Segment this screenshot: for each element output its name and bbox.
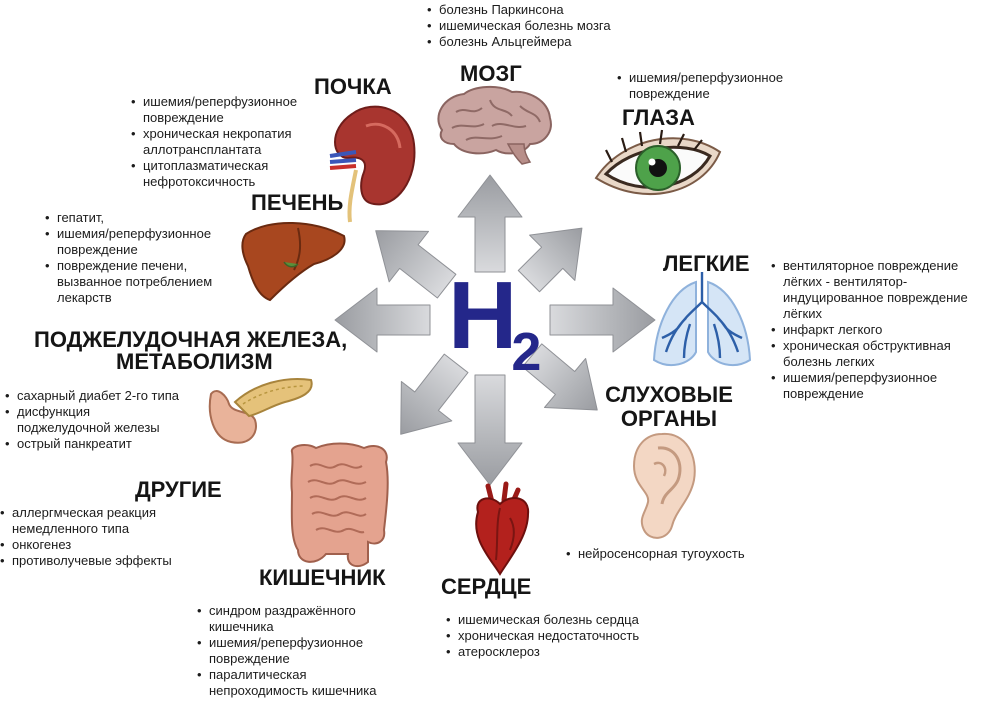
eyes-conditions-list: ишемия/реперфузионное повреждение xyxy=(617,70,783,102)
arrow-to-pancreas xyxy=(334,287,431,353)
hearing-conditions-list: нейросенсорная тугоухость xyxy=(566,546,745,562)
list-item: ишемическая болезнь мозга xyxy=(427,18,611,34)
list-item: онкогенез xyxy=(0,537,172,553)
list-item: противолучевые эффекты xyxy=(0,553,172,569)
list-item: сахарный диабет 2-го типа xyxy=(5,388,179,404)
heart-conditions-list: ишемическая болезнь сердца хроническая н… xyxy=(446,612,639,660)
list-item: нейросенсорная тугоухость xyxy=(566,546,745,562)
h2-symbol-subscript: 2 xyxy=(511,322,541,382)
arrow-to-hearing xyxy=(521,343,598,411)
list-item: синдром раздражённого кишечника xyxy=(197,603,377,635)
list-item: ишемия/реперфузионное повреждение xyxy=(771,370,968,402)
list-item: повреждение печени, вызванное потреблени… xyxy=(45,258,212,306)
list-item: инфаркт легкого xyxy=(771,322,968,338)
other-title: ДРУГИЕ xyxy=(135,477,222,502)
liver-conditions-list: гепатит, ишемия/реперфузионное поврежден… xyxy=(45,210,212,306)
heart-title: СЕРДЦЕ xyxy=(441,574,532,599)
pancreas-title-line1: ПОДЖЕЛУДОЧНАЯ ЖЕЛЕЗА, xyxy=(34,327,348,352)
pancreas-conditions-list: сахарный диабет 2-го типа дисфункция под… xyxy=(5,388,179,452)
intestine-title: КИШЕЧНИК xyxy=(259,565,386,590)
list-item: вентиляторное повреждение лёгких - венти… xyxy=(771,258,968,322)
list-item: цитоплазматическая нефротоксичность xyxy=(131,158,297,190)
h2-symbol-h: H xyxy=(448,262,517,369)
arrow-to-lungs xyxy=(549,287,656,353)
list-item: ишемия/реперфузионное повреждение xyxy=(197,635,377,667)
list-item: хроническая недостаточность xyxy=(446,628,639,644)
heart-icon xyxy=(475,481,530,576)
other-conditions-list: аллергмческая реакция немедленного типа … xyxy=(0,505,172,569)
list-item: аллергмческая реакция немедленного типа xyxy=(0,505,172,537)
list-item: паралитическая непроходимость кишечника xyxy=(197,667,377,699)
list-item: гепатит, xyxy=(45,210,212,226)
lungs-conditions-list: вентиляторное повреждение лёгких - венти… xyxy=(771,258,968,402)
lungs-icon xyxy=(652,272,752,367)
pancreas-icon xyxy=(208,378,313,444)
list-item: хроническая обструктивная болезнь легких xyxy=(771,338,968,370)
list-item: дисфункция поджелудочной железы xyxy=(5,404,179,436)
arrow-to-eyes xyxy=(517,227,583,293)
eye-icon xyxy=(594,129,722,195)
list-item: ишемическая болезнь сердца xyxy=(446,612,639,628)
arrow-to-intestine xyxy=(400,353,469,435)
intestine-icon xyxy=(290,442,389,568)
list-item: ишемия/реперфузионное повреждение xyxy=(131,94,297,126)
list-item: ишемия/реперфузионное повреждение xyxy=(45,226,212,258)
lungs-title: ЛЕГКИЕ xyxy=(663,251,750,276)
kidney-icon xyxy=(329,105,416,223)
h2-symbol: H2 xyxy=(448,268,541,383)
hearing-title-line1: СЛУХОВЫЕ xyxy=(605,382,733,407)
list-item: хроническая некропатия аллотрансплантата xyxy=(131,126,297,158)
list-item: острый панкреатит xyxy=(5,436,179,452)
brain-icon xyxy=(437,86,552,165)
pancreas-title-line2: МЕТАБОЛИЗМ xyxy=(116,349,273,374)
hearing-title-line2: ОРГАНЫ xyxy=(620,406,718,431)
eyes-title: ГЛАЗА xyxy=(622,105,695,130)
list-item: ишемия/реперфузионное повреждение xyxy=(617,70,783,102)
list-item: атеросклероз xyxy=(446,644,639,660)
brain-title: МОЗГ xyxy=(460,61,522,86)
arrow-to-liver xyxy=(375,230,457,299)
arrow-to-heart xyxy=(457,374,523,486)
liver-title: ПЕЧЕНЬ xyxy=(251,190,344,215)
brain-conditions-list: болезнь Паркинсона ишемическая болезнь м… xyxy=(427,2,611,50)
liver-icon xyxy=(241,221,346,302)
list-item: болезнь Паркинсона xyxy=(427,2,611,18)
arrow-to-brain xyxy=(457,174,523,273)
list-item: болезнь Альцгеймера xyxy=(427,34,611,50)
ear-icon xyxy=(632,432,696,539)
kidney-title: ПОЧКА xyxy=(314,74,392,99)
kidney-conditions-list: ишемия/реперфузионное повреждение хронич… xyxy=(131,94,297,190)
intestine-conditions-list: синдром раздражённого кишечника ишемия/р… xyxy=(197,603,377,699)
